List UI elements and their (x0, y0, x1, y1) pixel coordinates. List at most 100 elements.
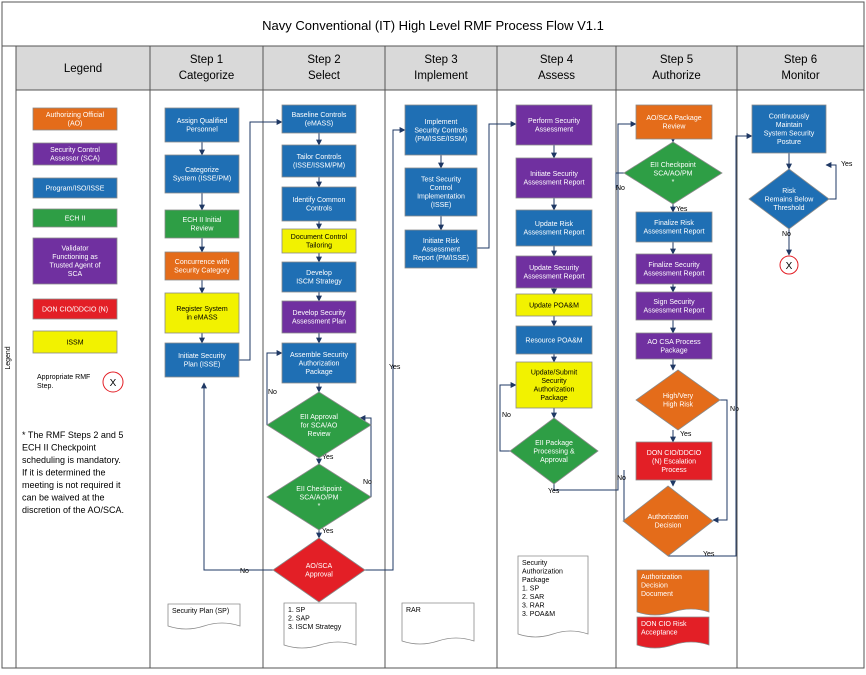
flow-label: No (617, 475, 626, 482)
connector-line (239, 119, 283, 361)
ech-checkpoint-diamond-5-text: EII Checkpoint (650, 162, 696, 169)
lane-step-number: Step 6 (784, 54, 817, 66)
lane-header-step2 (262, 45, 386, 91)
initiate-risk-assessment-report-box (404, 229, 478, 269)
authorization-decision-document-text: Decision (641, 583, 668, 590)
legend-sca-text: Assessor (SCA) (50, 156, 100, 163)
ao-sca-package-review-text: Review (663, 124, 687, 131)
ao-sca-approval-diamond (272, 537, 366, 603)
update-submit-package-text: Security (541, 378, 567, 385)
continuously-maintain-text: System Security (764, 131, 815, 138)
assign-personnel-text: Personnel (186, 127, 218, 134)
legend-rmf-step-text: Step. (37, 383, 53, 390)
authorization-decision-document-text: Authorization (641, 574, 682, 581)
security-plan-document (167, 603, 241, 630)
connector-line (266, 350, 283, 425)
ao-sca-approval-diamond-text: AO/SCA (306, 563, 333, 570)
ech-package-processing-diamond (509, 417, 599, 485)
initiate-security-assessment-report-text: Assessment Report (523, 180, 584, 187)
high-very-high-risk-diamond-text: High Risk (663, 402, 693, 409)
continuously-maintain-text: Posture (777, 139, 801, 146)
nodes: Authorizing Official (AO) Security Control… (22, 104, 830, 649)
step4-documents-text: 3. RAR (522, 603, 545, 610)
baseline-controls-text: (eMASS) (305, 121, 333, 128)
don-cio-risk-acceptance-document-text: DON CIO Risk (641, 621, 687, 628)
document-control-tailoring-box (281, 228, 357, 254)
lane-header-step5 (615, 45, 738, 91)
legend-ech-text: ECH II (65, 215, 86, 222)
test-security-control-text: Test Security (421, 177, 462, 184)
legend-end-symbol-text: X (110, 378, 117, 389)
step4-documents-text: 1. SP (522, 586, 539, 593)
risk-remains-below-threshold-diamond-text: Threshold (773, 205, 804, 212)
legend-program-box (32, 177, 118, 199)
flow-label: Yes (676, 206, 688, 213)
step4-documents (517, 555, 589, 638)
don-cio-escalation-box (635, 441, 713, 481)
legend-ao-text: Authorizing Official (46, 112, 105, 119)
step2-documents-text: 2. SAP (288, 616, 310, 623)
ao-sca-package-review-text: AO/SCA Package (646, 115, 701, 122)
mandatory-note: * The RMF Steps 2 and 5 (22, 430, 123, 440)
initiate-risk-assessment-report-text: Initiate Risk (423, 238, 460, 245)
end-symbol (779, 255, 799, 275)
finalize-risk-assessment-report-text: Finalize Risk (654, 220, 694, 227)
title-bar (1, 1, 865, 47)
lane-body-step6 (736, 89, 865, 669)
ech-initial-review-text: ECH II Initial (183, 217, 222, 224)
perform-security-assessment-text: Perform Security (528, 118, 581, 125)
lane-header-step6 (736, 45, 865, 91)
sign-security-assessment-report-text: Sign Security (653, 299, 695, 306)
update-risk-assessment-report-text: Update Risk (535, 221, 574, 228)
develop-security-assessment-plan-box (281, 300, 357, 334)
test-security-control-text: (ISSE) (431, 202, 452, 209)
legend-don-cio-text: DON CIO/DDCIO (N) (42, 306, 108, 313)
high-very-high-risk-diamond-text: High/Very (663, 393, 694, 400)
ech-initial-review-text: Review (191, 226, 215, 233)
legend-program-text: Program/ISO/ISSE (46, 185, 105, 192)
initiate-risk-assessment-report-text: Report (PM/ISSE) (413, 255, 469, 262)
ech-checkpoint-diamond-2-text: EII Checkpoint (296, 486, 342, 493)
step2-documents-text: 3. ISCM Strategy (288, 624, 342, 631)
flow-label: No (363, 479, 372, 486)
legend-validator-text: Functioning as (52, 254, 98, 261)
initiate-security-plan-box (164, 342, 240, 378)
tailor-controls-box (281, 144, 357, 178)
legend-don-cio-box (32, 298, 118, 320)
tailor-controls-text: Tailor Controls (297, 154, 342, 161)
connector-line (477, 121, 517, 249)
lane-step-name: Assess (538, 70, 575, 82)
categorize-system-text: System (ISSE/PM) (173, 176, 231, 183)
legend-ao-text: (AO) (68, 121, 83, 128)
identify-common-controls-box (281, 186, 357, 222)
implement-security-controls-text: Security Controls (414, 127, 468, 134)
step2-documents-text: 1. SP (288, 607, 305, 614)
perform-security-assessment-text: Assessment (535, 127, 573, 134)
legend-side-label: Legend (5, 346, 12, 369)
step2-documents (283, 602, 357, 649)
lane-step-number: Step 2 (307, 54, 340, 66)
document-control-tailoring-text: Tailoring (306, 243, 332, 250)
document-control-tailoring-text: Document Control (291, 234, 348, 241)
update-poam-box (515, 293, 593, 317)
legend-validator-text: SCA (68, 271, 83, 278)
mandatory-note: scheduling is mandatory. (22, 455, 121, 465)
don-cio-risk-acceptance-document-text: Acceptance (641, 630, 678, 637)
legend-validator-box (32, 237, 118, 285)
legend-end-symbol (102, 371, 124, 393)
ech-package-processing-diamond-text: EII Package (535, 440, 573, 447)
connector-line (712, 399, 728, 523)
step4-documents-text: 2. SAR (522, 594, 544, 601)
page-title: Navy Conventional (IT) High Level RMF Pr… (262, 18, 604, 33)
risk-remains-below-threshold-diamond (748, 168, 830, 230)
ech-approval-diamond (266, 391, 372, 459)
ech-checkpoint-diamond-2 (266, 463, 372, 531)
finalize-risk-assessment-report-text: Assessment Report (643, 229, 704, 236)
mandatory-note: ECH II Checkpoint (22, 443, 97, 453)
flow-label: No (240, 568, 249, 575)
legend-ech-box (32, 208, 118, 228)
connector-line (668, 133, 753, 557)
develop-security-assessment-plan-text: Assessment Plan (292, 319, 346, 326)
initiate-risk-assessment-report-text: Assessment (422, 246, 460, 253)
